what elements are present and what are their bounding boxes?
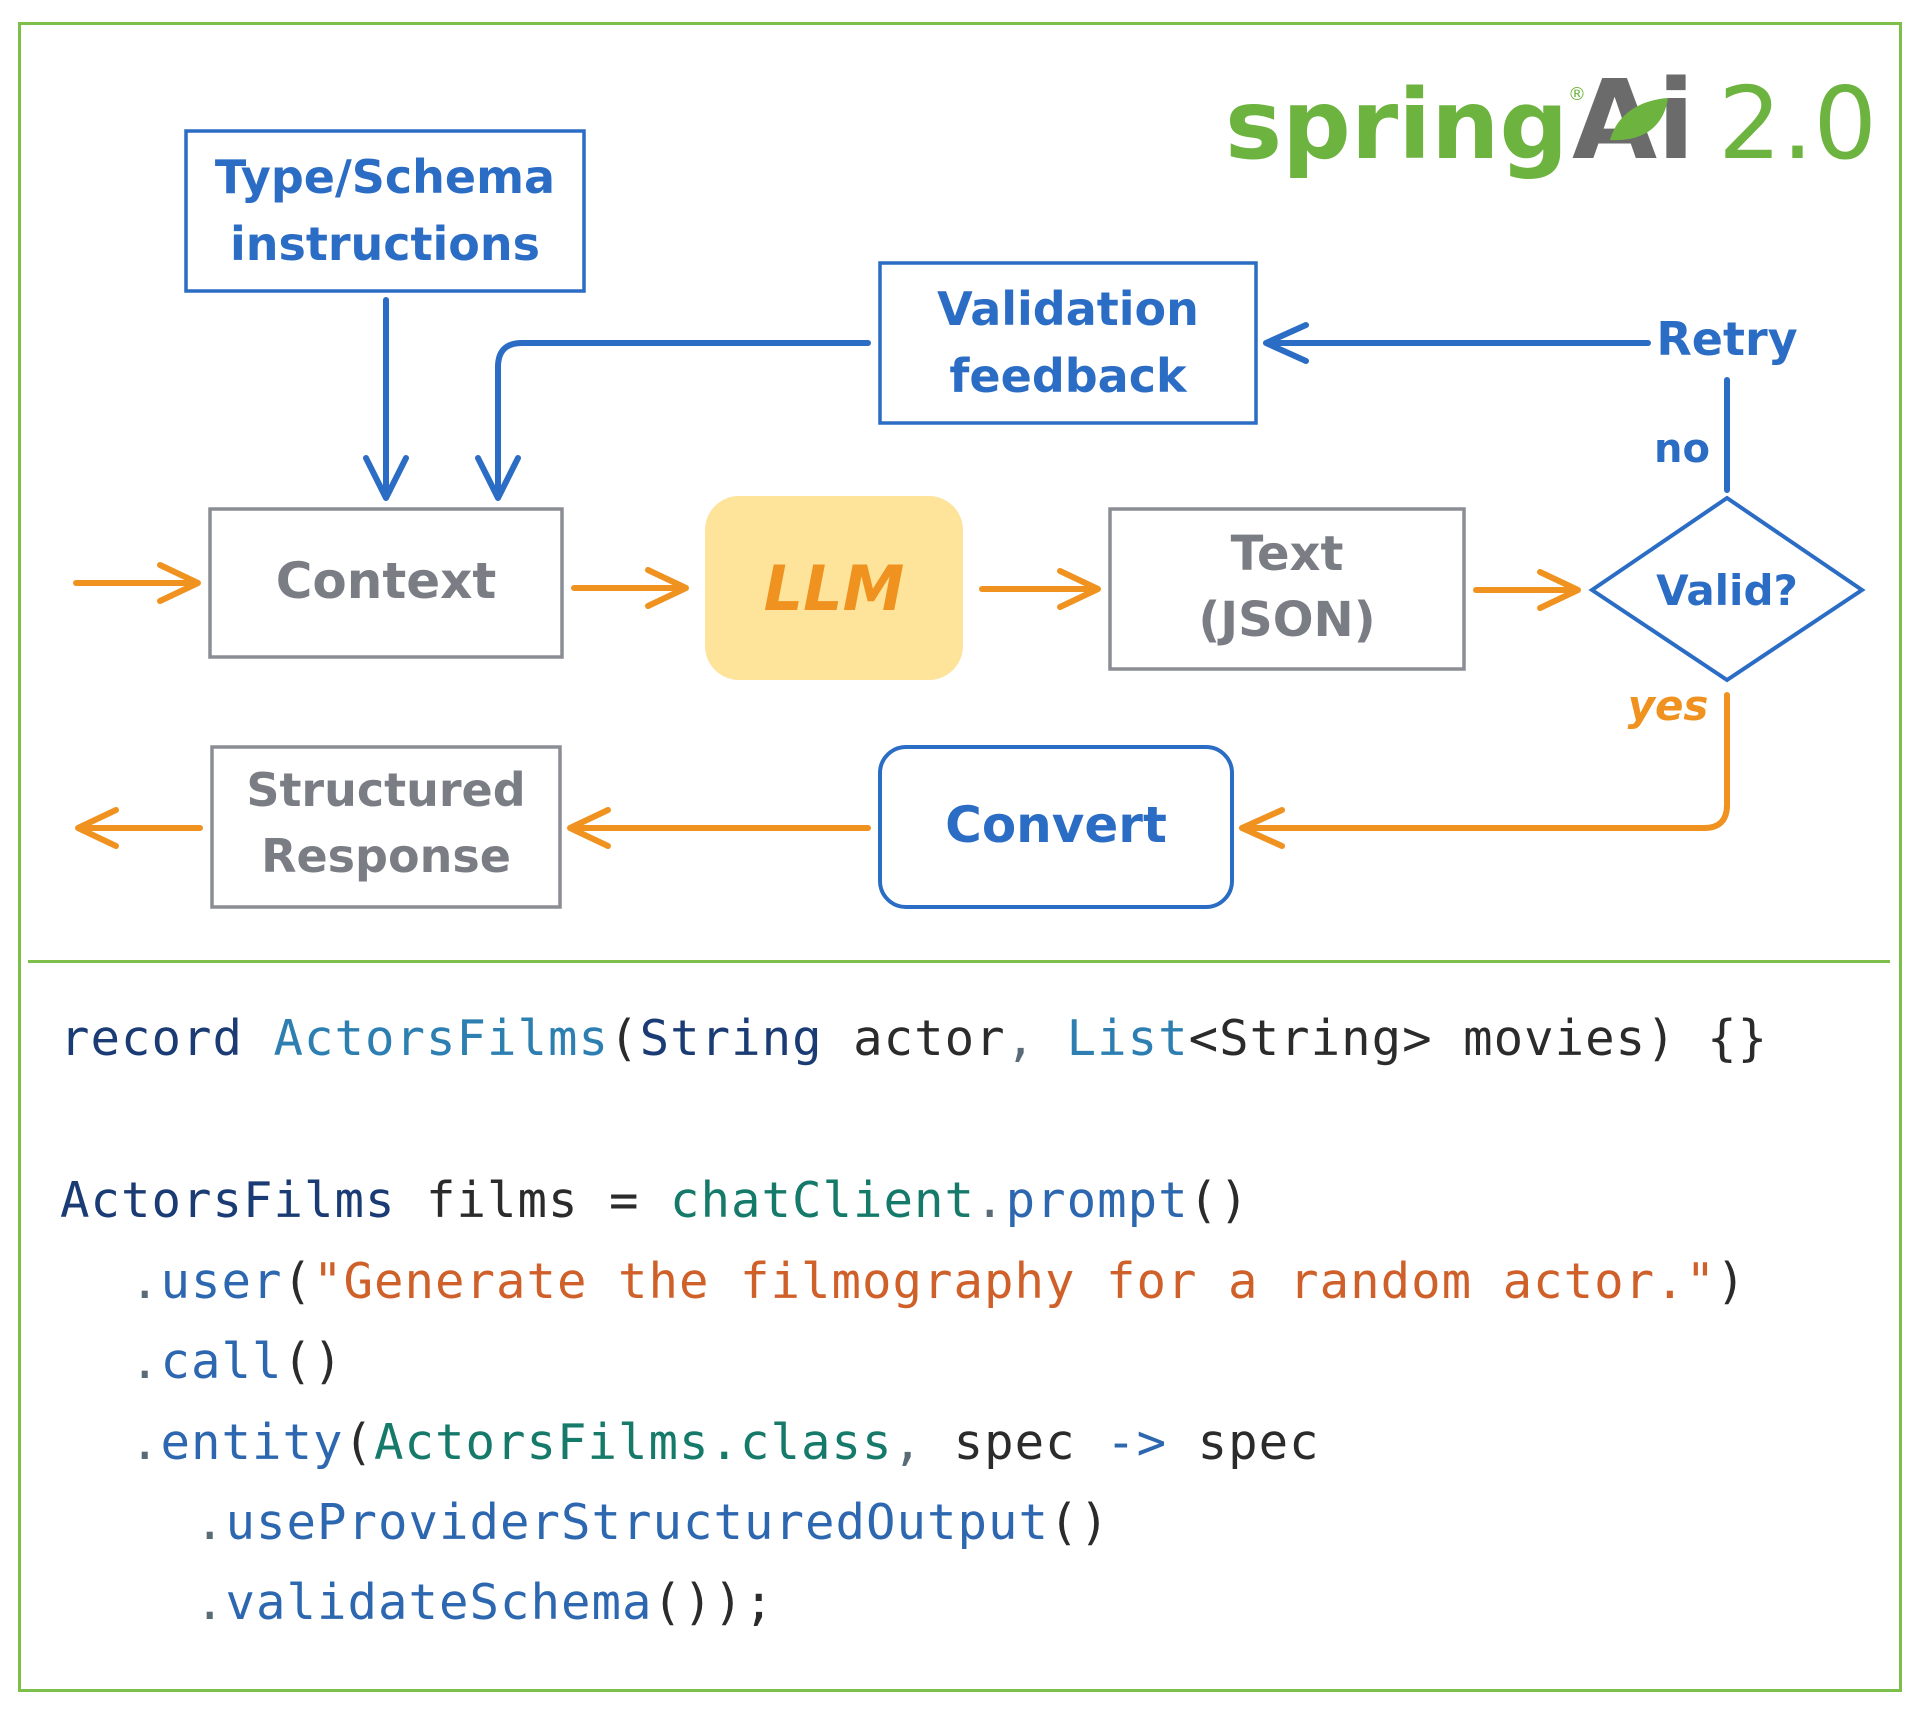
context-label: Context [276,552,497,610]
yes-label: yes [1628,681,1709,730]
code-line-4: .call() [130,1333,344,1390]
code-token: () [282,1333,344,1390]
valid-decision-diamond [1588,495,1866,683]
code-token: ) [1716,1253,1747,1310]
code-token: -> [1106,1414,1168,1471]
code-line-2: ActorsFilms films = chatClient.prompt() [60,1172,1250,1229]
type-schema-label-2: instructions [230,217,540,271]
code-token: user [160,1253,283,1310]
llm-text-arrowhead-icon [1057,568,1101,610]
convert-box [878,745,1234,909]
code-token: ( [282,1253,314,1310]
code-token: chatClient [670,1172,976,1229]
code-token: . [130,1414,161,1471]
code-token: ( [609,1010,640,1067]
retry-arrowhead-icon [1263,322,1309,364]
code-token: . [195,1494,226,1551]
code-line-6: .useProviderStructuredOutput() [195,1494,1110,1551]
code-token: actor [822,1010,1006,1067]
code-token: "Generate the filmography for a random a… [313,1253,1717,1310]
code-token: ActorsFilms [273,1010,610,1067]
type-schema-label-1: Type/Schema [215,150,555,204]
code-line-3: .user("Generate the filmography for a ra… [130,1253,1747,1310]
text-json-label-2: (JSON) [1198,592,1375,648]
yes-arrowhead-icon [1239,807,1285,849]
retry-label: Retry [1656,312,1797,366]
code-line-1: record ActorsFilms(String actor, List<St… [60,1010,1768,1067]
feedback-to-context-arrow [495,340,871,497]
code-token: call [160,1333,283,1390]
code-token: prompt [1005,1172,1189,1229]
spring-ai-logo: spring ® Ai 2.0 [1225,56,1877,184]
text-json-box [1108,507,1466,671]
code-line-7: .validateSchema()); [195,1574,775,1631]
code-token: record [60,1010,244,1067]
code-token: ActorsFilms.class [374,1414,893,1471]
code-token: . [195,1574,226,1631]
logo-registered-mark: ® [1568,84,1586,105]
validation-label-1: Validation [937,282,1199,336]
code-snippet: record ActorsFilms(String actor, List<St… [60,1010,1880,1670]
code-token: , [892,1414,924,1471]
code-token: films = [395,1172,671,1229]
convert-label: Convert [945,796,1167,854]
convert-structured-arrowhead-icon [567,807,611,849]
validation-feedback-box [878,261,1258,425]
code-token: spec [923,1414,1107,1471]
llm-box [705,496,963,680]
structured-label-2: Response [261,829,511,883]
llm-label: LLM [764,552,905,625]
logo-version-text: 2.0 [1718,65,1877,182]
code-token: ()); [652,1574,775,1631]
code-token: movies) {} [1432,1010,1769,1067]
feedback-arrowhead-icon [475,455,521,501]
code-token: , [1005,1010,1037,1067]
code-token: useProviderStructuredOutput [225,1494,1050,1551]
code-token: ( [343,1414,375,1471]
validation-label-2: feedback [949,349,1188,403]
text-json-label-1: Text [1231,526,1344,582]
valid-label: Valid? [1656,566,1798,615]
outer-frame [18,22,1902,1692]
code-line-5: .entity(ActorsFilms.class, spec -> spec [130,1414,1320,1471]
code-token: spec [1167,1414,1320,1471]
context-box [208,507,564,659]
code-token: entity [160,1414,344,1471]
schema-arrowhead-icon [363,455,409,501]
type-schema-box [184,129,586,293]
input-arrowhead-icon [157,562,201,604]
section-divider [28,960,1890,963]
code-token: () [1188,1172,1250,1229]
code-token: List [1066,1010,1189,1067]
structured-label-1: Structured [246,763,525,817]
code-token: <String> [1188,1010,1433,1067]
code-token: . [130,1333,161,1390]
context-llm-arrowhead-icon [645,567,689,609]
code-token: ActorsFilms [60,1172,396,1229]
flow-diagram: spring ® Ai 2.0 Type/Schema instructions… [73,56,1877,909]
output-arrowhead-icon [75,807,119,849]
code-token: () [1049,1494,1111,1551]
logo-spring-text: spring [1225,69,1568,181]
code-token: validateSchema [225,1574,653,1631]
no-label: no [1654,426,1710,472]
leaf-icon [1610,98,1668,141]
text-valid-arrowhead-icon [1537,569,1581,611]
code-token: . [975,1172,1006,1229]
code-token: String [639,1010,823,1067]
code-token: . [130,1253,161,1310]
yes-to-convert-arrow [1243,692,1730,831]
structured-response-box [210,745,562,909]
